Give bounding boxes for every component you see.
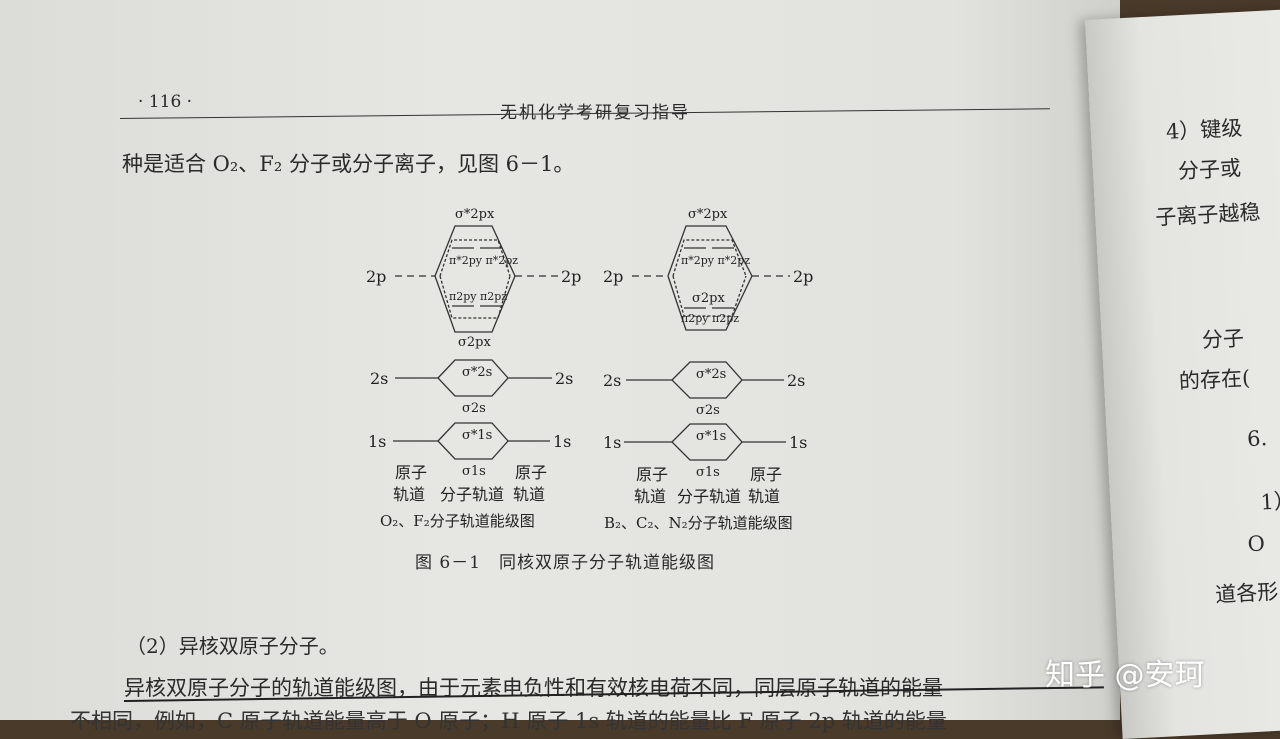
diagram-b2-c2-n2	[624, 225, 790, 461]
right-2s-label-right: 2s	[787, 371, 805, 390]
section-heading: （2）异核双原子分子。	[126, 634, 339, 658]
right-1s-label-right: 1s	[789, 433, 807, 452]
left-1s-label: 1s	[368, 432, 386, 451]
left-sigma2s-star: σ*2s	[462, 365, 492, 380]
orbital-diagrams: 2p 2p σ*2px π*2py π*2pz π2py π2pz σ2px 2…	[366, 207, 813, 532]
right-sigma2p: σ2px	[692, 291, 725, 306]
left-sigma1s-star: σ*1s	[462, 428, 492, 443]
right-sigma2s: σ2s	[696, 403, 720, 418]
right-atomic-label-right: 原子	[750, 465, 782, 484]
left-pi2p-star: π*2py π*2pz	[449, 254, 518, 267]
running-head: 无机化学考研复习指导	[500, 103, 690, 123]
right-line-3: 子离子越稳	[1154, 200, 1261, 230]
body-text-next: 不相同，例如，C 原子轨道能量高于 O 原子；H 原子 1s 轨道的能量比 F …	[70, 709, 947, 733]
right-2p-label: 2p	[603, 267, 623, 286]
right-pi2p-star: π*2py π*2pz	[681, 254, 750, 267]
right-2p-label-right: 2p	[793, 267, 813, 286]
left-2p-label: 2p	[366, 267, 386, 286]
left-2s-label-right: 2s	[555, 369, 573, 388]
intro-text: 种是适合 O₂、F₂ 分子或分子离子，见图 6－1。	[122, 152, 575, 176]
watermark: 知乎 @安珂	[1045, 658, 1205, 693]
right-line-7: 1）	[1259, 488, 1280, 515]
right-1s-label: 1s	[603, 433, 621, 452]
left-sigma2p: σ2px	[458, 335, 491, 350]
left-diagram-subtitle: O₂、F₂分子轨道能级图	[380, 512, 535, 530]
body-text: 异核双原子分子的轨道能级图，由于元素电负性和有效核电荷不同，同层原子轨道的能量	[124, 676, 943, 700]
right-atomic-label-2: 轨道	[634, 487, 666, 506]
left-2p-label-right: 2p	[561, 267, 581, 286]
left-sigma2p-star: σ*2px	[455, 207, 495, 222]
right-molecular-label: 分子轨道	[677, 487, 741, 506]
figure-caption: 图 6－1 同核双原子分子轨道能级图	[415, 553, 716, 573]
right-sigma2s-star: σ*2s	[696, 367, 726, 382]
right-sigma2p-star: σ*2px	[688, 207, 728, 222]
left-atomic-label: 原子	[395, 463, 427, 482]
right-sigma1s: σ1s	[696, 465, 720, 480]
right-pi2p: π2py π2pz	[681, 312, 739, 325]
diagram-o2-f2	[393, 225, 558, 460]
right-line-4: 分子	[1201, 326, 1245, 353]
left-pi2p: π2py π2pz	[449, 290, 507, 303]
left-atomic-label-2: 轨道	[393, 485, 425, 504]
right-line-8: O	[1247, 531, 1266, 557]
right-line-5: 的存在(	[1178, 365, 1251, 394]
right-line-1: 4）键级	[1165, 115, 1243, 144]
right-line-6: 6.	[1246, 426, 1268, 452]
right-sigma1s-star: σ*1s	[696, 429, 726, 444]
right-2s-label: 2s	[603, 371, 621, 390]
left-1s-label-right: 1s	[553, 432, 571, 451]
left-sigma2s: σ2s	[462, 401, 486, 416]
right-atomic-label: 原子	[636, 465, 668, 484]
left-atomic-label-right: 原子	[515, 463, 547, 482]
left-page: · 116 · 无机化学考研复习指导 种是适合 O₂、F₂ 分子或分子离子，见图…	[0, 0, 1120, 733]
left-sigma1s: σ1s	[462, 464, 486, 479]
left-atomic-label-right-2: 轨道	[513, 485, 545, 504]
left-2s-label: 2s	[370, 369, 388, 388]
page-number: · 116 ·	[138, 92, 193, 112]
left-molecular-label: 分子轨道	[440, 485, 504, 504]
right-atomic-label-right-2: 轨道	[748, 487, 780, 506]
right-line-2: 分子或	[1177, 156, 1242, 184]
right-diagram-subtitle: B₂、C₂、N₂分子轨道能级图	[604, 514, 793, 532]
right-line-9: 道各形	[1214, 579, 1279, 607]
